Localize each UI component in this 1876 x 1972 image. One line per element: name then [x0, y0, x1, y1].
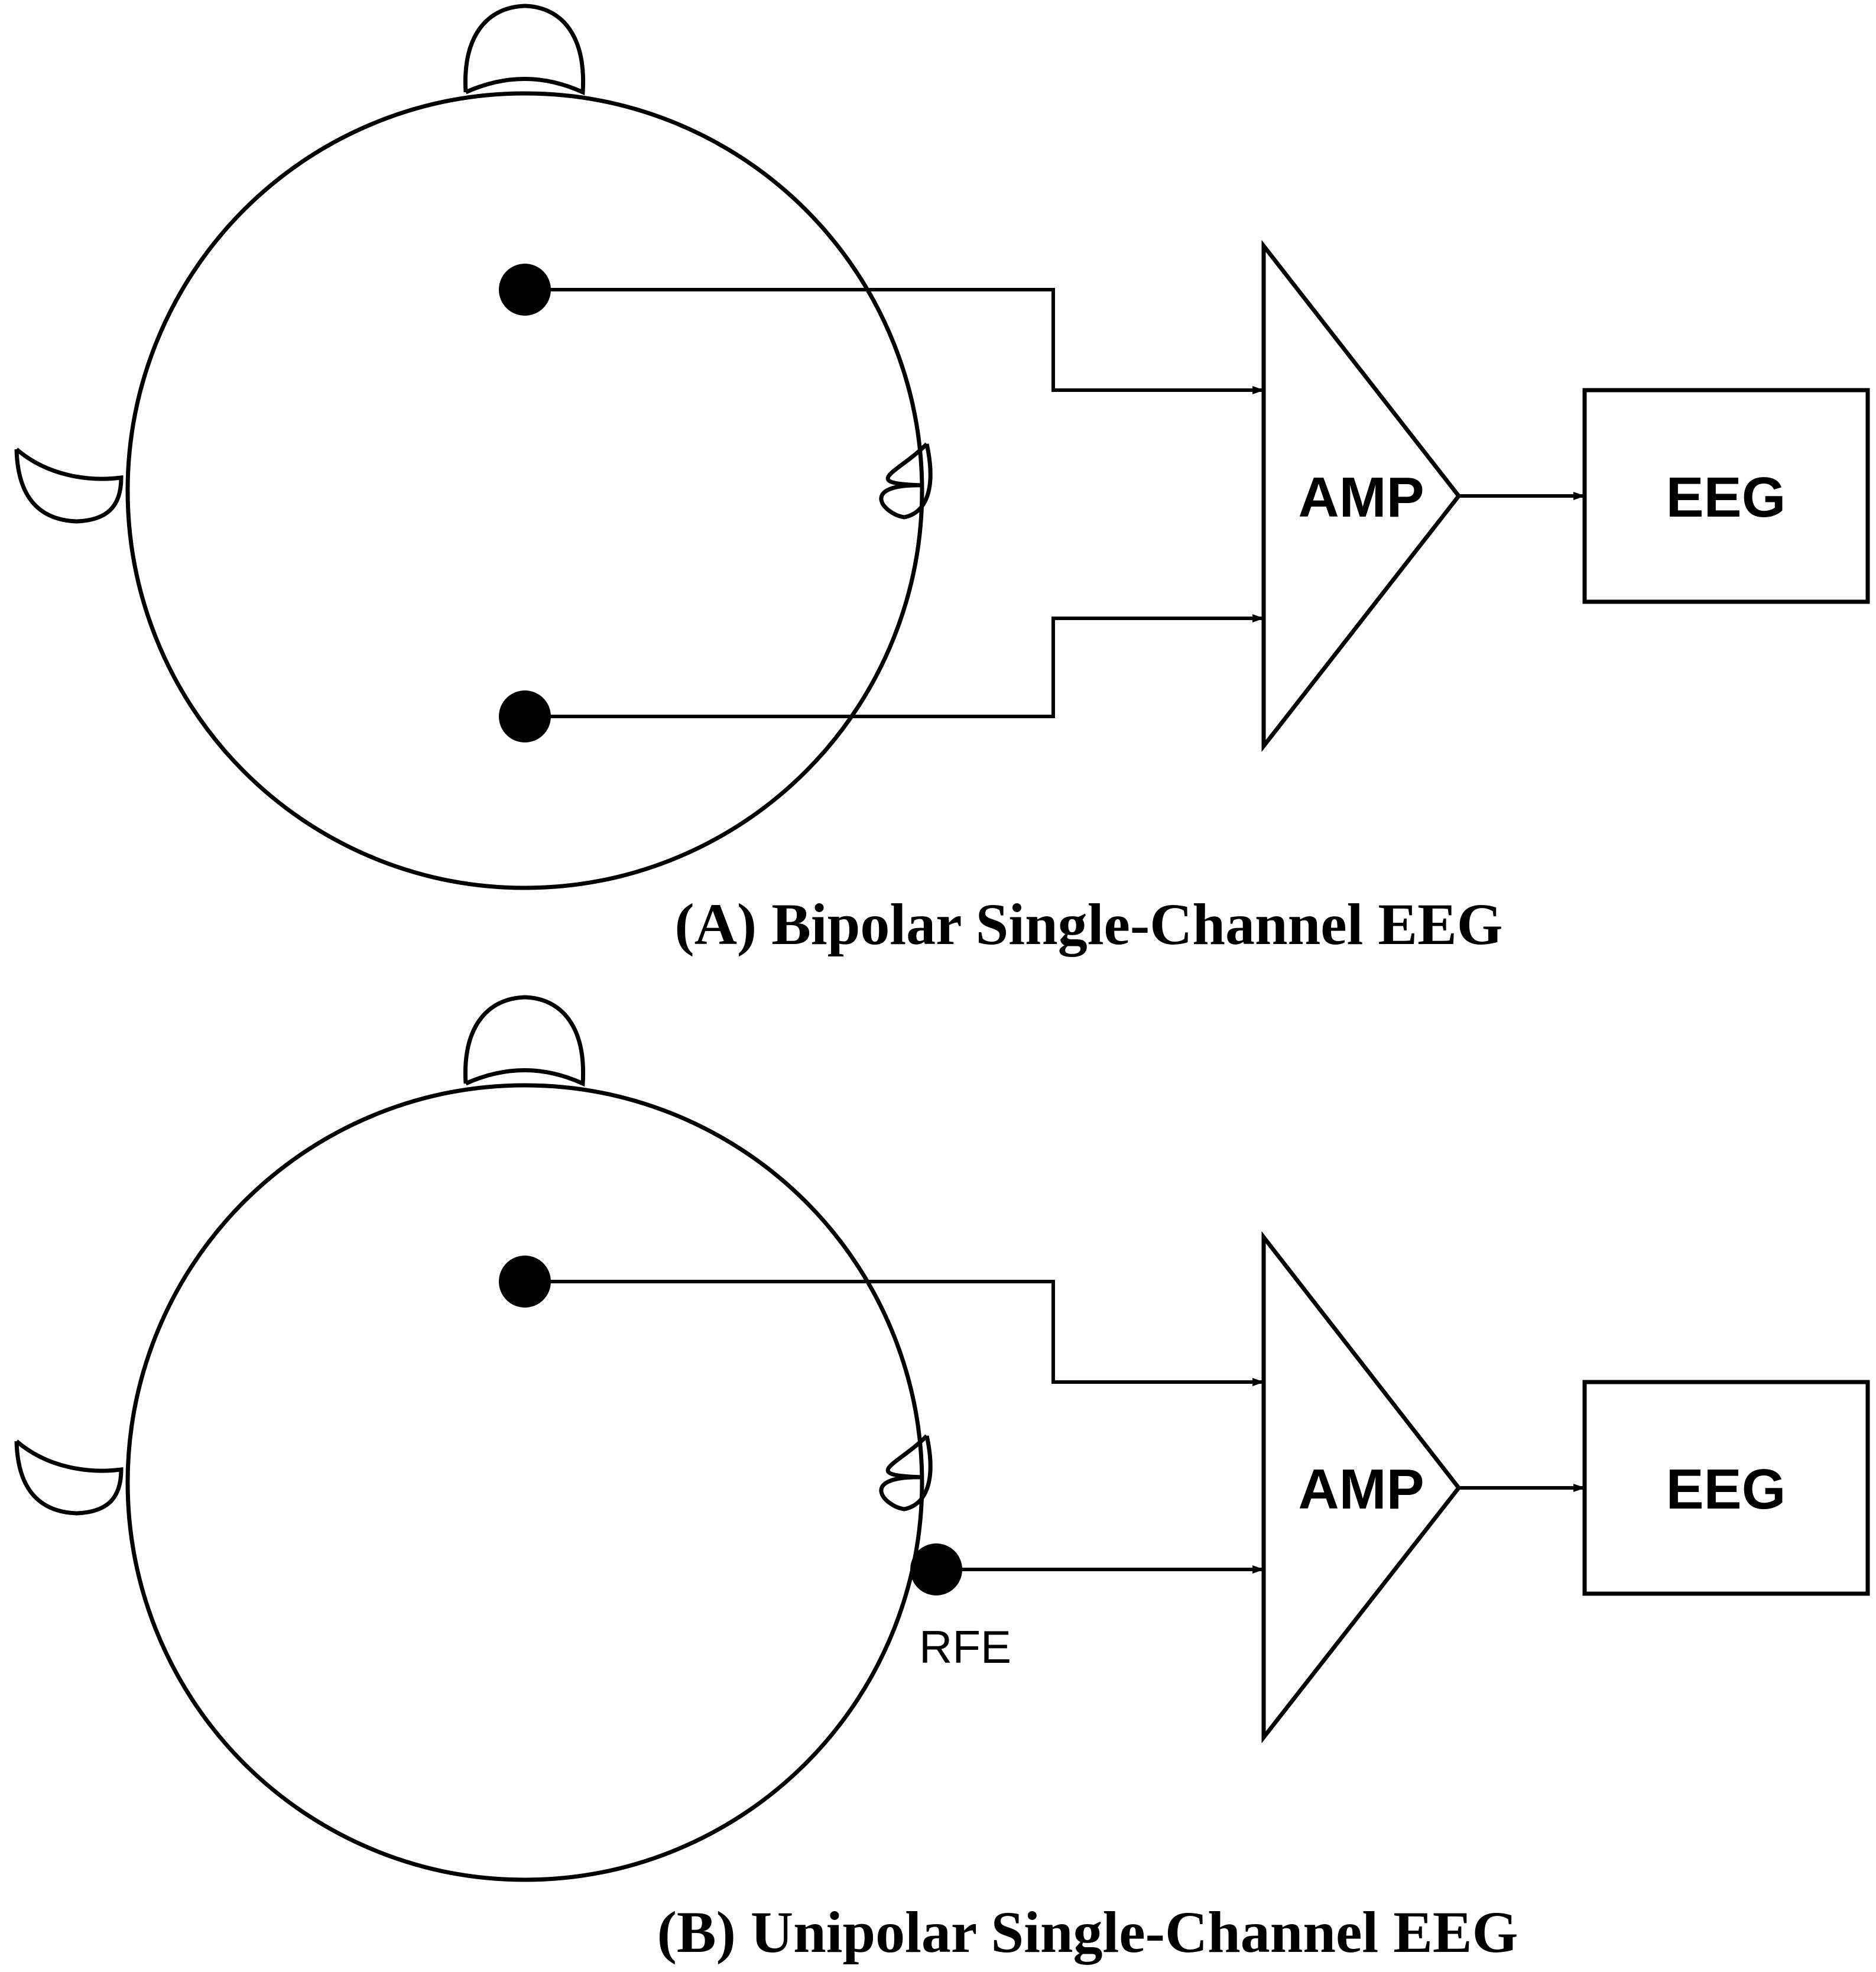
caption-bipolar: (A) Bipolar Single-Channel EEG	[674, 891, 1502, 957]
nose-icon	[463, 4, 586, 96]
amplifier-label: AMP	[1298, 466, 1424, 529]
eeg-output-box	[1582, 1380, 1870, 1596]
amplifier-triangle	[1261, 1231, 1462, 1744]
amplifier-triangle	[1261, 239, 1462, 753]
nose-icon	[463, 995, 586, 1087]
panel-unipolar: RFE AMP EEG (B) Unipolar Single-Channel …	[14, 995, 1870, 1965]
head-outline	[14, 4, 933, 890]
head-circle	[125, 1083, 924, 1882]
left-ear-icon	[14, 447, 124, 524]
left-ear-icon	[14, 1439, 124, 1516]
eeg-output-label: EEG	[1666, 1458, 1786, 1521]
wire-electrode-2	[525, 614, 1264, 718]
wire-electrode-1	[525, 288, 1264, 394]
head-outline	[14, 995, 933, 1882]
wire-electrode-1	[525, 1280, 1264, 1386]
panel-bipolar: AMP EEG (A) Bipolar Single-Channel EEG	[14, 4, 1870, 957]
reference-electrode-label: RFE	[919, 1621, 1011, 1673]
head-circle	[125, 91, 924, 890]
amplifier-label: AMP	[1298, 1458, 1424, 1521]
eeg-output-label: EEG	[1666, 466, 1786, 529]
right-ear-icon	[879, 442, 933, 520]
right-ear-icon	[879, 1434, 933, 1512]
eeg-output-box	[1582, 388, 1870, 604]
caption-unipolar: (B) Unipolar Single-Channel EEG	[657, 1899, 1518, 1965]
